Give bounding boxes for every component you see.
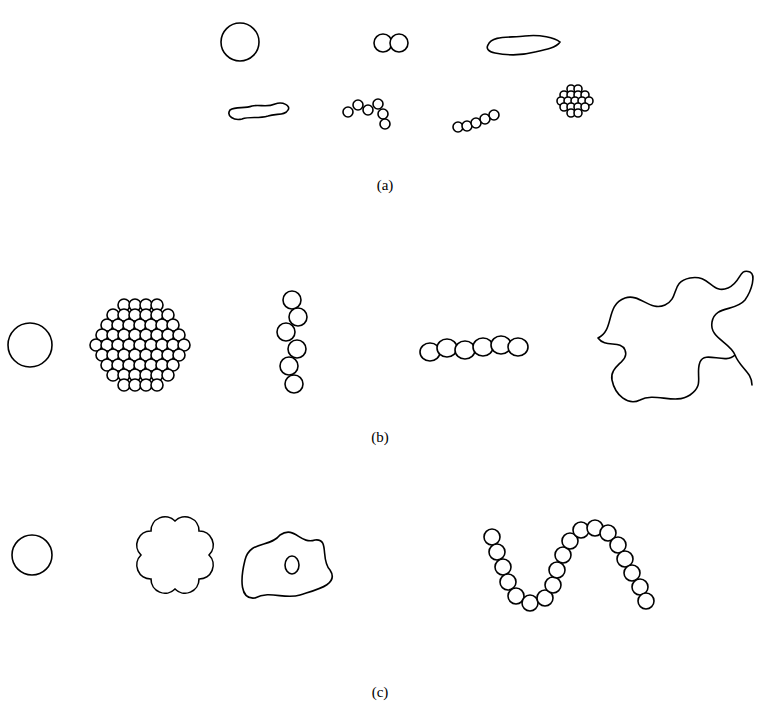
panel-label: (b) xyxy=(371,430,389,445)
panel-label: (c) xyxy=(372,685,389,700)
particle-group-b xyxy=(8,271,753,401)
particle-group-a xyxy=(221,23,593,132)
particle-group-c xyxy=(12,517,654,611)
panel-label: (a) xyxy=(377,178,394,193)
